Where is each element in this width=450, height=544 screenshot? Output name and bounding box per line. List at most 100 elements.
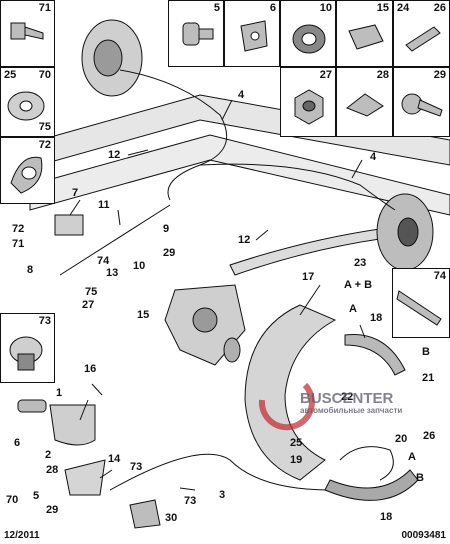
callout-12-lower: 12 xyxy=(238,234,251,246)
legend-cell-28: 28 xyxy=(336,67,393,137)
spring-washer-icon xyxy=(10,156,43,194)
callout-26: 26 xyxy=(423,430,436,442)
brake-spring-lower xyxy=(339,446,394,481)
legend-number: 74 xyxy=(433,270,446,282)
handbrake-lever xyxy=(49,404,96,446)
legend-cell-15: 15 xyxy=(336,0,393,67)
callout-13: 13 xyxy=(106,267,119,279)
callout-12-upper: 12 xyxy=(108,149,121,161)
cable-11 xyxy=(59,204,171,276)
legend-number: 10 xyxy=(319,2,332,14)
callout-23: 23 xyxy=(354,257,367,269)
brake-shoe-upper xyxy=(344,333,406,376)
cable-4-upper xyxy=(119,69,228,201)
nut-icon xyxy=(294,89,324,125)
callout-29-upper: 29 xyxy=(163,247,176,259)
cable-4-lower xyxy=(199,163,396,211)
legend-cell-24-26: 24 26 xyxy=(393,0,450,67)
backing-plate xyxy=(244,304,337,481)
legend-cell-5: 5 xyxy=(168,0,224,67)
legend-number: 25 xyxy=(4,69,17,81)
washer-icon xyxy=(7,91,45,121)
callout-4-upper: 4 xyxy=(238,89,245,101)
grommet-icon xyxy=(292,24,326,54)
callout-1: 1 xyxy=(56,387,63,399)
cable-3 xyxy=(109,453,331,491)
callout-16: 16 xyxy=(84,363,97,375)
callout-18-upper: 18 xyxy=(370,312,383,324)
legend-cell-74: 74 xyxy=(392,268,450,338)
legend-number: 27 xyxy=(319,69,332,81)
legend-number: 24 xyxy=(397,2,410,14)
clip-icon xyxy=(240,20,268,52)
callout-29-lower: 29 xyxy=(46,504,59,516)
callout-19: 19 xyxy=(290,454,303,466)
collar-nut-icon xyxy=(9,336,43,371)
bracket-7 xyxy=(54,214,84,236)
callout-25: 25 xyxy=(290,437,303,449)
callout-22: 22 xyxy=(341,391,354,403)
legend-cell-73: 73 xyxy=(0,313,55,383)
pin-icon xyxy=(396,290,442,326)
callout-B-upper: B xyxy=(422,346,430,358)
callout-A-lower: A xyxy=(408,451,416,463)
callout-28: 28 xyxy=(46,464,59,476)
callout-A-upper: A xyxy=(349,303,357,315)
bolt-icon xyxy=(10,22,44,40)
callout-7: 7 xyxy=(72,187,79,199)
callout-5: 5 xyxy=(33,490,40,502)
callout-15: 15 xyxy=(137,309,150,321)
callout-6: 6 xyxy=(14,437,21,449)
callout-71: 71 xyxy=(12,238,25,250)
legend-cell-29: 29 xyxy=(393,67,450,137)
callout-75: 75 xyxy=(85,286,98,298)
callout-21: 21 xyxy=(422,372,435,384)
callout-10: 10 xyxy=(133,260,146,272)
legend-number: 29 xyxy=(433,69,446,81)
flange-bolt-icon xyxy=(401,93,443,117)
legend-number: 28 xyxy=(376,69,389,81)
callout-2: 2 xyxy=(45,449,52,461)
callout-17: 17 xyxy=(302,271,315,283)
callout-20: 20 xyxy=(395,433,408,445)
watermark-brand: BUSCENTER xyxy=(300,390,394,407)
legend-cell-71: 71 xyxy=(0,0,55,67)
footer-reference: 00093481 xyxy=(401,530,447,541)
callout-73-upper: 73 xyxy=(130,461,143,473)
callout-18-lower: 18 xyxy=(380,511,393,523)
callout-3: 3 xyxy=(219,489,226,501)
legend-number: 72 xyxy=(38,139,51,151)
legend-number: 5 xyxy=(213,2,220,14)
callout-74: 74 xyxy=(97,255,110,267)
clip-30 xyxy=(129,499,161,529)
callout-4-lower: 4 xyxy=(370,151,377,163)
callout-8: 8 xyxy=(27,264,34,276)
callout-23-subtitle: A + B xyxy=(344,279,373,291)
legend-cell-72: 72 xyxy=(0,137,55,204)
bushing-icon xyxy=(182,22,214,46)
callout-9: 9 xyxy=(163,223,170,235)
legend-cell-10: 10 xyxy=(280,0,336,67)
watermark-tagline: автомобильные запчасти xyxy=(300,406,403,415)
callout-73-lower: 73 xyxy=(184,495,197,507)
legend-number: 73 xyxy=(38,315,51,327)
legend-number: 6 xyxy=(269,2,276,14)
legend-number: 15 xyxy=(376,2,389,14)
axle-beam-lower xyxy=(29,134,450,216)
callout-72: 72 xyxy=(12,223,25,235)
legend-number: 75 xyxy=(38,121,51,133)
spring-clip-icon xyxy=(346,93,384,117)
callout-27: 27 xyxy=(82,299,95,311)
screw-icon xyxy=(405,26,441,52)
legend-number: 71 xyxy=(38,2,51,14)
legend-cell-27: 27 xyxy=(280,67,336,137)
bracket-14 xyxy=(64,459,106,496)
legend-number: 70 xyxy=(38,69,51,81)
legend-cell-6: 6 xyxy=(224,0,280,67)
callout-11: 11 xyxy=(98,199,110,211)
brake-shoe-lower xyxy=(324,469,419,501)
fastener-clip-icon xyxy=(348,24,384,50)
legend-cell-25-70-75: 25 70 75 xyxy=(0,67,55,137)
